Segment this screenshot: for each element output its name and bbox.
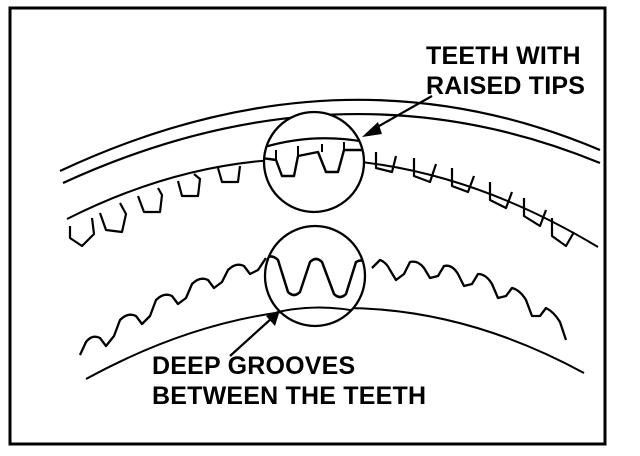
top-callout-circle — [262, 110, 366, 214]
top-leader-arrow — [362, 95, 433, 137]
bottom-callout-label-line2: BETWEEN THE TEETH — [152, 382, 426, 410]
top-callout-label-line2: RAISED TIPS — [426, 72, 585, 100]
bottom-leader-arrow — [229, 310, 280, 357]
frame-border — [8, 6, 607, 446]
top-gear-outer-arc-1 — [59, 98, 601, 172]
top-gear-teeth — [68, 152, 575, 248]
bottom-callout-circle — [263, 224, 367, 328]
top-callout-label-line1: TEETH WITH — [426, 42, 581, 70]
bottom-callout-label-line1: DEEP GROOVES — [152, 352, 355, 380]
top-gear-outer-arc-2 — [62, 112, 601, 185]
bottom-gear-teeth — [78, 257, 568, 356]
